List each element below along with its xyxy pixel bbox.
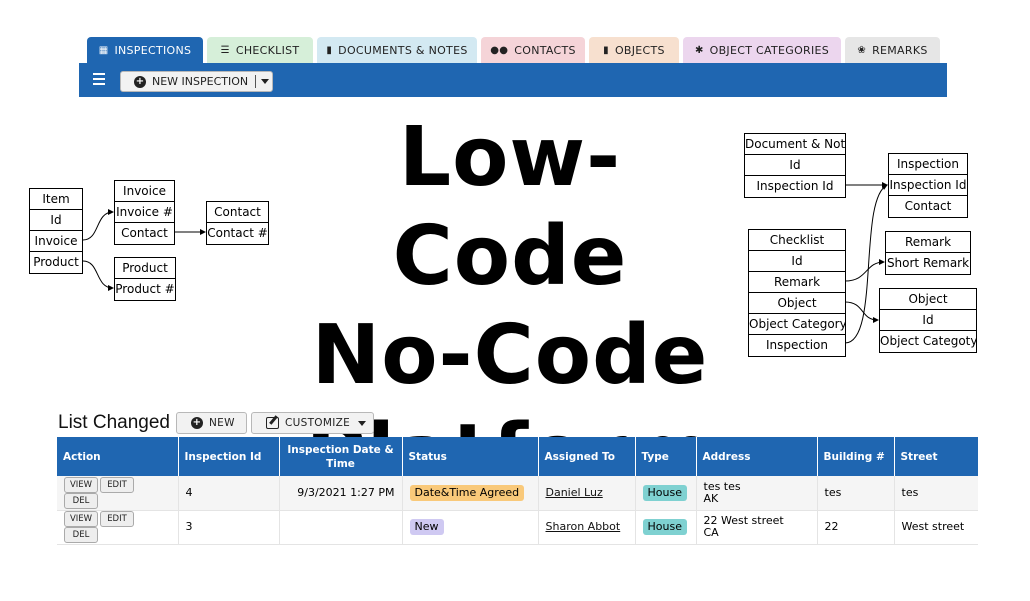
tab-inspections[interactable]: ▦ INSPECTIONS	[87, 37, 203, 64]
view-button[interactable]: VIEW	[64, 511, 98, 527]
entity-inspection: Inspection Inspection Id Contact	[888, 153, 968, 218]
toolbar: + NEW INSPECTION	[79, 63, 947, 97]
users-icon: ●●	[490, 44, 509, 56]
entity-object: Object Id Object Categoty	[879, 288, 977, 353]
list-check-icon: ☰	[220, 44, 230, 56]
edit-icon	[266, 417, 279, 429]
column-header[interactable]: Inspection Id	[178, 437, 280, 476]
type-badge: House	[642, 519, 687, 535]
chevron-down-icon[interactable]	[261, 79, 269, 84]
gear-icon: ❀	[857, 44, 867, 56]
plus-circle-icon: +	[191, 417, 203, 429]
tab-object-categories[interactable]: ✱ OBJECT CATEGORIES	[683, 37, 841, 63]
cell-inspection-id: 4	[178, 476, 280, 511]
view-button[interactable]: VIEW	[64, 476, 98, 493]
cell-street: tes	[894, 476, 978, 511]
new-inspection-button[interactable]: + NEW INSPECTION	[120, 71, 273, 92]
tab-bar: ▦ INSPECTIONS ☰ CHECKLIST ▮ DOCUMENTS & …	[87, 37, 947, 64]
status-badge: New	[409, 519, 444, 535]
cell-status: Date&Time Agreed	[402, 476, 539, 511]
delete-button[interactable]: DEL	[64, 492, 98, 509]
clipboard-icon: ▮	[603, 44, 609, 56]
entity-product: Product Product #	[114, 257, 176, 301]
cell-inspection-id: 3	[178, 510, 280, 545]
column-header[interactable]: Type	[635, 437, 697, 476]
assigned-to-link[interactable]: Sharon Abbot	[545, 520, 621, 533]
asterisk-icon: ✱	[694, 44, 704, 56]
column-header[interactable]: Assigned To	[538, 437, 636, 476]
cell-building: 22	[817, 510, 895, 545]
edit-button[interactable]: EDIT	[100, 476, 134, 493]
tab-objects[interactable]: ▮ OBJECTS	[589, 37, 679, 63]
inspections-table: Action Inspection Id Inspection Date & T…	[57, 437, 978, 545]
list-title: List Changed	[58, 412, 170, 433]
menu-icon[interactable]	[93, 73, 105, 85]
tab-checklist[interactable]: ☰ CHECKLIST	[207, 37, 313, 63]
edit-button[interactable]: EDIT	[100, 511, 134, 527]
customize-button[interactable]: CUSTOMIZE	[251, 412, 374, 434]
entity-contact: Contact Contact #	[206, 201, 269, 245]
entity-item: Item Id Invoice Product	[29, 188, 83, 274]
chevron-down-icon	[358, 420, 367, 426]
column-header[interactable]: Status	[402, 437, 539, 476]
entity-remark: Remark Short Remark	[885, 231, 971, 275]
cell-inspection-date: 9/3/2021 1:27 PM	[279, 476, 403, 511]
cell-assigned-to: Sharon Abbot	[538, 510, 636, 545]
cell-status: New	[402, 510, 539, 545]
cell-type: House	[635, 510, 697, 545]
column-header[interactable]: Street	[894, 437, 978, 476]
file-icon: ▮	[326, 44, 333, 56]
cell-building: tes	[817, 476, 895, 511]
delete-button[interactable]: DEL	[64, 527, 98, 543]
tab-contacts[interactable]: ●● CONTACTS	[481, 37, 585, 63]
tab-documents-notes[interactable]: ▮ DOCUMENTS & NOTES	[317, 37, 477, 63]
tab-remarks[interactable]: ❀ REMARKS	[845, 37, 940, 63]
cell-street: West street	[894, 510, 978, 545]
status-badge: Date&Time Agreed	[409, 484, 525, 501]
entity-invoice: Invoice Invoice # Contact	[114, 180, 175, 245]
entity-checklist: Checklist Id Remark Object Object Catego…	[748, 229, 846, 357]
cell-type: House	[635, 476, 697, 511]
calendar-check-icon: ▦	[98, 45, 109, 56]
column-header[interactable]: Inspection Date & Time	[279, 437, 403, 476]
column-header[interactable]: Address	[696, 437, 818, 476]
column-header[interactable]: Action	[57, 437, 179, 476]
new-button[interactable]: + NEW	[176, 412, 247, 434]
entity-document-note: Document & Note Id Inspection Id	[744, 133, 846, 198]
cell-assigned-to: Daniel Luz	[538, 476, 636, 511]
plus-circle-icon: +	[134, 75, 146, 88]
column-header[interactable]: Building #	[817, 437, 895, 476]
assigned-to-link[interactable]: Daniel Luz	[545, 485, 603, 499]
type-badge: House	[642, 484, 687, 501]
cell-inspection-date	[279, 510, 403, 545]
table-header-row: Action Inspection Id Inspection Date & T…	[57, 437, 978, 476]
